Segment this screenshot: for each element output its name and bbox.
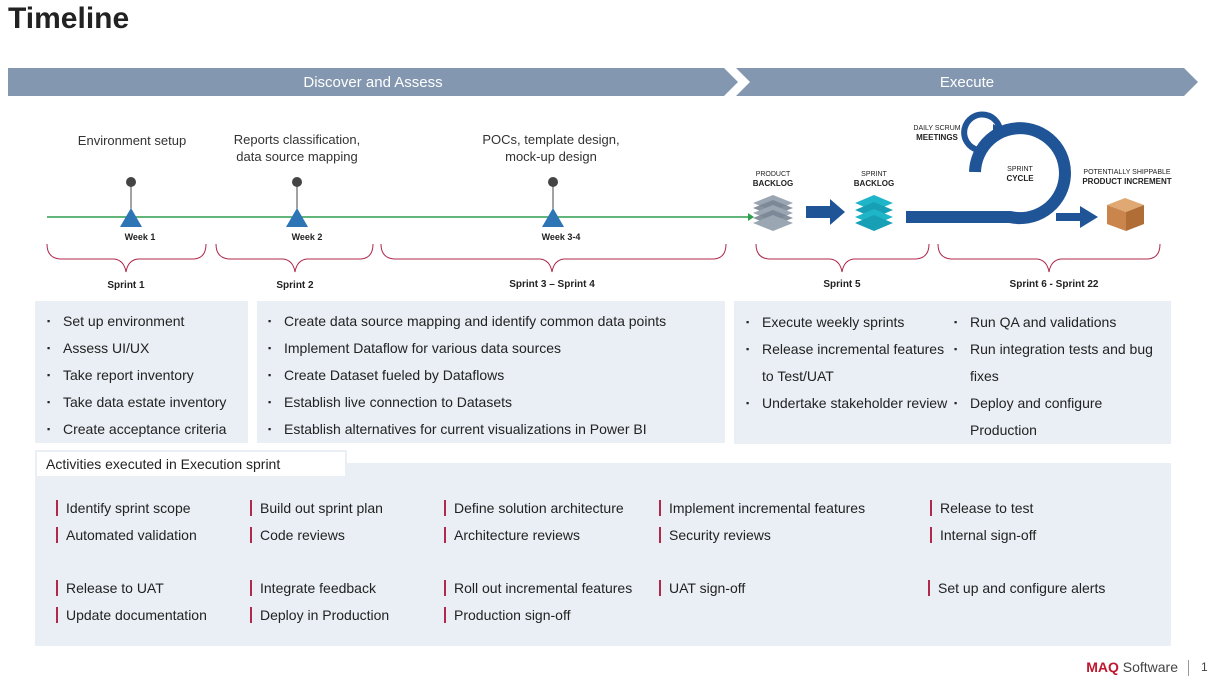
week-label-1: Week 1 xyxy=(124,232,156,242)
phase-execute: Execute xyxy=(736,68,1198,96)
activity-item: Implement incremental features xyxy=(659,500,865,516)
list-item: Deploy and configure Production xyxy=(950,390,1160,444)
activity-item: Internal sign-off xyxy=(930,527,1036,543)
list-item: Execute weekly sprints xyxy=(742,309,952,336)
brand-logo: MAQ Software xyxy=(1086,659,1178,675)
activity-item: Define solution architecture xyxy=(444,500,624,516)
arrow-icon xyxy=(1080,206,1098,228)
sprint-label-3: Sprint 3 – Sprint 4 xyxy=(509,279,595,290)
activity-item: Integrate feedback xyxy=(250,580,376,596)
arrow-icon xyxy=(806,199,845,225)
list-item: Create data source mapping and identify … xyxy=(264,308,725,335)
milestone-label-2: Reports classification, data source mapp… xyxy=(233,132,361,164)
milestone-marker-1 xyxy=(120,177,142,227)
list-item: Create acceptance criteria xyxy=(43,416,248,443)
footer-divider xyxy=(1188,660,1189,676)
activities-box xyxy=(35,463,1171,646)
activity-item: Production sign-off xyxy=(444,607,570,623)
list-item: Set up environment xyxy=(43,308,248,335)
list-item: Implement Dataflow for various data sour… xyxy=(264,335,725,362)
activity-item: UAT sign-off xyxy=(659,580,745,596)
timeline-graphics xyxy=(46,111,1161,273)
product-increment-icon xyxy=(1107,198,1144,231)
activity-item: Roll out incremental features xyxy=(444,580,632,596)
activity-item: Release to test xyxy=(930,500,1033,516)
list-item: Release incremental features to Test/UAT xyxy=(742,336,952,390)
week-label-2: Week 2 xyxy=(291,232,323,242)
sprint-label-2: Sprint 2 xyxy=(276,280,314,291)
page-title: Timeline xyxy=(8,2,130,35)
week-label-3: Week 3-4 xyxy=(541,232,581,242)
milestone-label-3: POCs, template design, mock-up design xyxy=(482,132,620,164)
activity-item: Automated validation xyxy=(56,527,197,543)
sprint-label-1: Sprint 1 xyxy=(107,280,145,291)
activity-item: Set up and configure alerts xyxy=(928,580,1105,596)
activity-item: Deploy in Production xyxy=(250,607,389,623)
milestone-marker-2 xyxy=(286,177,308,227)
sprint-braces xyxy=(46,243,1161,273)
activity-item: Build out sprint plan xyxy=(250,500,383,516)
sprint-label-4: Sprint 5 xyxy=(823,279,861,290)
list-item: Establish live connection to Datasets xyxy=(264,389,725,416)
page-number: 1 xyxy=(1201,660,1208,674)
activities-header: Activities executed in Execution sprint xyxy=(35,450,347,478)
activity-item: Update documentation xyxy=(56,607,207,623)
sprint-backlog-icon xyxy=(855,195,893,231)
sprint-cycle-icon xyxy=(906,122,1082,225)
list-item: Undertake stakeholder review xyxy=(742,390,952,417)
list-item: Establish alternatives for current visua… xyxy=(264,416,725,443)
list-item: Assess UI/UX xyxy=(43,335,248,362)
product-backlog-icon xyxy=(753,195,793,231)
milestone-label-1: Environment setup xyxy=(77,133,187,148)
activity-item: Release to UAT xyxy=(56,580,164,596)
milestone-marker-3 xyxy=(542,177,564,227)
activity-item: Security reviews xyxy=(659,527,771,543)
phase-discover-assess: Discover and Assess xyxy=(8,68,738,96)
sprint-label-5: Sprint 6 - Sprint 22 xyxy=(1009,279,1099,290)
list-item: Take report inventory xyxy=(43,362,248,389)
list-item: Run QA and validations xyxy=(950,309,1160,336)
sprint2-4-box: Create data source mapping and identify … xyxy=(257,301,725,443)
activity-item: Code reviews xyxy=(250,527,345,543)
list-item: Run integration tests and bug fixes xyxy=(950,336,1160,390)
list-item: Create Dataset fueled by Dataflows xyxy=(264,362,725,389)
sprint1-box: Set up environment Assess UI/UX Take rep… xyxy=(35,301,248,443)
timeline-arrowhead xyxy=(748,213,754,221)
sprint5-22-box: Execute weekly sprints Release increment… xyxy=(734,301,1171,444)
activity-item: Architecture reviews xyxy=(444,527,580,543)
daily-scrum-icon xyxy=(961,111,1004,153)
list-item: Take data estate inventory xyxy=(43,389,248,416)
activity-item: Identify sprint scope xyxy=(56,500,191,516)
